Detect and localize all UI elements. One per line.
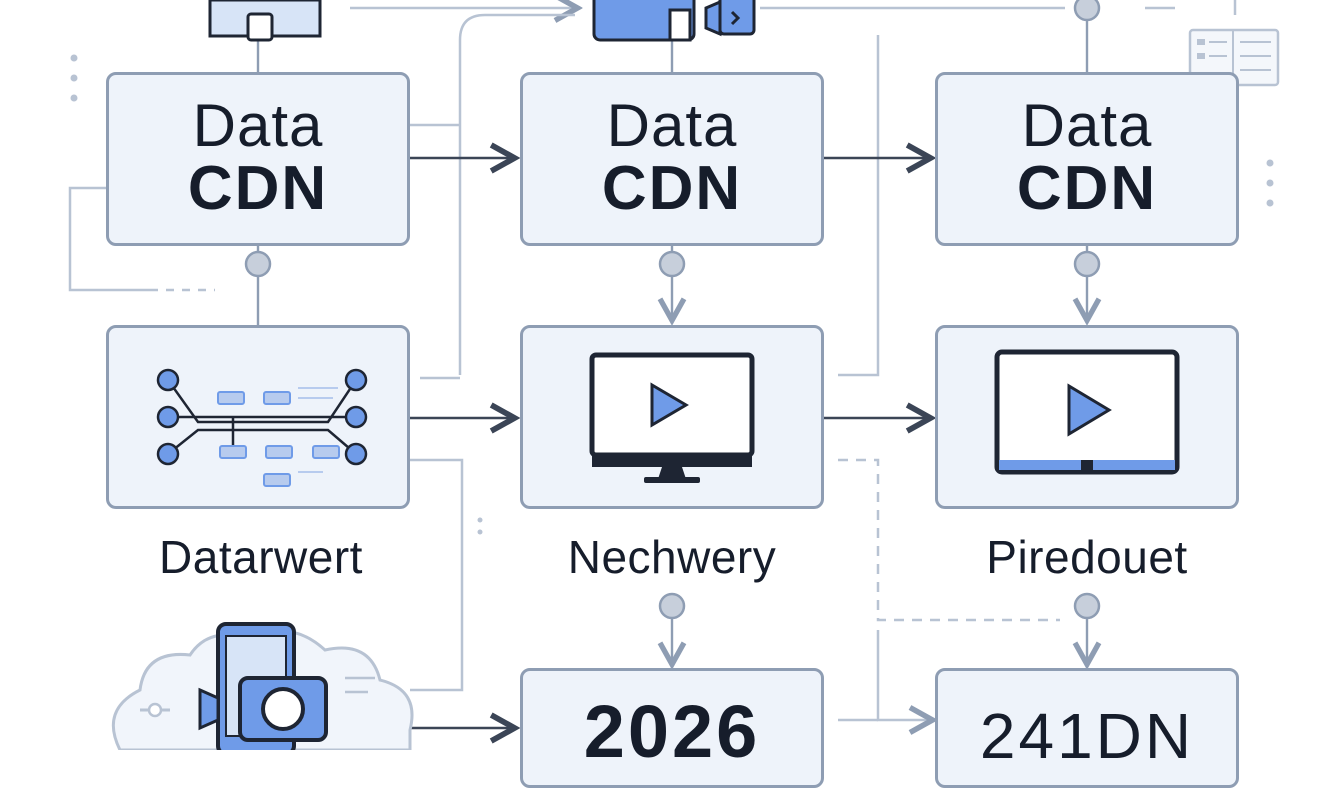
node-value: 2026 (583, 690, 761, 773)
node-cdn-center: Data CDN (520, 72, 824, 246)
dot-decorations (70, 54, 1274, 535)
caption-right: Piredouet (986, 531, 1188, 583)
node-line2: CDN (1016, 154, 1158, 223)
node-cdn-left: Data CDN (106, 72, 410, 246)
node-bottom-center: 2026 (520, 668, 824, 788)
node-monitor-right (935, 325, 1239, 509)
node-cdn-right: Data CDN (935, 72, 1239, 246)
diagram-canvas: Data CDN Data CDN Data CDN (68, 0, 1280, 788)
node-value: 241DN (979, 700, 1195, 772)
device-speaker-icon (592, 0, 756, 42)
node-line1: Data (1021, 92, 1153, 159)
monitor-play-icon (994, 349, 1180, 475)
node-network-graph (106, 325, 410, 509)
caption-left: Datarwert (159, 531, 363, 583)
node-line2: CDN (601, 154, 743, 223)
node-line1: Data (606, 92, 738, 159)
node-bottom-right: 241DN (935, 668, 1239, 788)
node-line2: CDN (187, 154, 329, 223)
folder-icon (208, 0, 322, 42)
node-line1: Data (192, 92, 324, 159)
monitor-play-icon (589, 352, 755, 483)
network-graph-icon (156, 368, 368, 487)
flow-arrows (410, 158, 928, 728)
connector-layer (68, 0, 1274, 750)
node-monitor-center (520, 325, 824, 509)
cloud-phone-camera-icon (111, 622, 414, 750)
connector-nodes (244, 0, 1101, 620)
document-icon (1188, 28, 1280, 87)
caption-center: Nechwery (567, 531, 777, 583)
